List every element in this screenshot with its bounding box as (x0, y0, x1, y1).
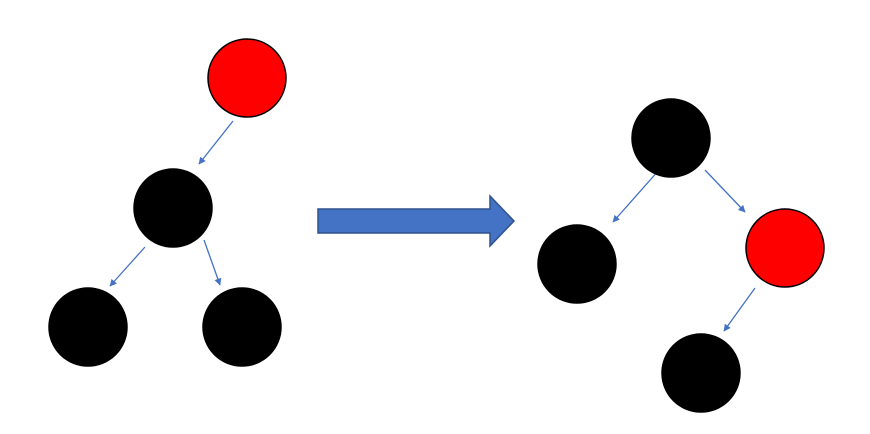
before-node-b_root-red (207, 38, 287, 118)
after-node-a_root-black (631, 98, 711, 178)
after-tree (537, 98, 825, 413)
right-block-arrow-icon (317, 194, 516, 248)
transform-arrow (317, 194, 516, 248)
before-edge-b_mid-to-b_left (109, 246, 146, 287)
after-edge-a_root-to-a_right (704, 169, 746, 213)
before-node-b_right-black (202, 287, 282, 367)
after-node-a_right-red (745, 208, 825, 288)
before-node-b_left-black (48, 287, 128, 367)
before-edge-b_mid-to-b_right (203, 239, 222, 286)
before-tree (48, 38, 287, 367)
after-edge-a_root-to-a_left (612, 169, 660, 223)
before-node-b_mid-black (133, 168, 213, 248)
after-edge-a_right-to-a_bottom (723, 287, 756, 332)
before-edge-b_root-to-b_mid (198, 120, 234, 165)
after-node-a_left-black (537, 224, 617, 304)
after-node-a_bottom-black (661, 333, 741, 413)
